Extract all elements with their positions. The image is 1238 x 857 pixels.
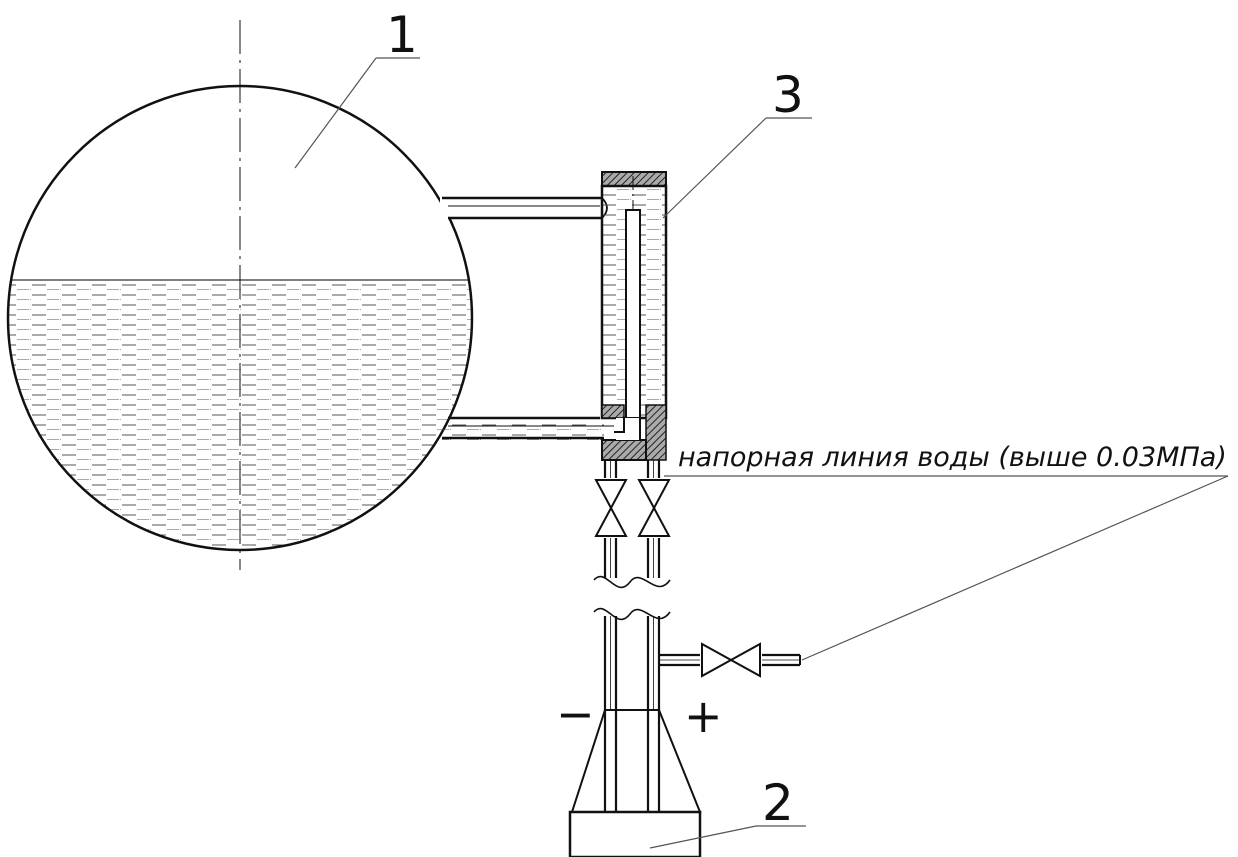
label-minus: − <box>556 687 595 741</box>
label-plus: + <box>684 689 723 743</box>
valve-side-icon <box>700 642 762 678</box>
callout-pressure-line: напорная линия воды (выше 0.03МПа) <box>664 442 1229 661</box>
label-drum: 1 <box>386 6 418 64</box>
valve-left-icon <box>594 478 628 538</box>
vessel-bottom-left <box>601 404 625 419</box>
drum <box>6 20 474 570</box>
dp-meter <box>568 709 702 857</box>
callout-2: 2 <box>649 774 806 849</box>
label-meter: 2 <box>762 774 794 832</box>
reference-tube <box>625 209 641 419</box>
meter-base <box>568 810 702 857</box>
vessel-bottom-right <box>645 404 667 461</box>
valve-right-icon <box>637 478 671 538</box>
vessel-base-block <box>601 439 647 461</box>
vessel-lid <box>601 171 667 187</box>
label-pressure-line: напорная линия воды (выше 0.03МПа) <box>678 442 1227 473</box>
condensing-vessel <box>600 171 668 461</box>
upper-steam-pipe <box>440 196 608 220</box>
break-mark-icon <box>592 575 672 621</box>
callout-1: 1 <box>294 6 420 169</box>
label-condensing-vessel: 3 <box>772 66 804 124</box>
lower-water-pipe <box>442 416 614 440</box>
callout-3: 3 <box>662 66 812 219</box>
